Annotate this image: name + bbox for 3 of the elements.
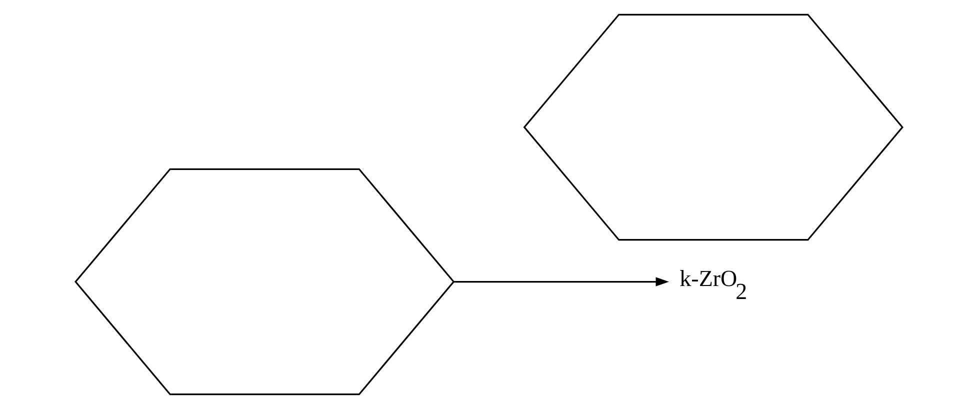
node-hexagon (523, 14, 904, 241)
arrow (454, 277, 669, 286)
node-hexagon (74, 168, 455, 396)
